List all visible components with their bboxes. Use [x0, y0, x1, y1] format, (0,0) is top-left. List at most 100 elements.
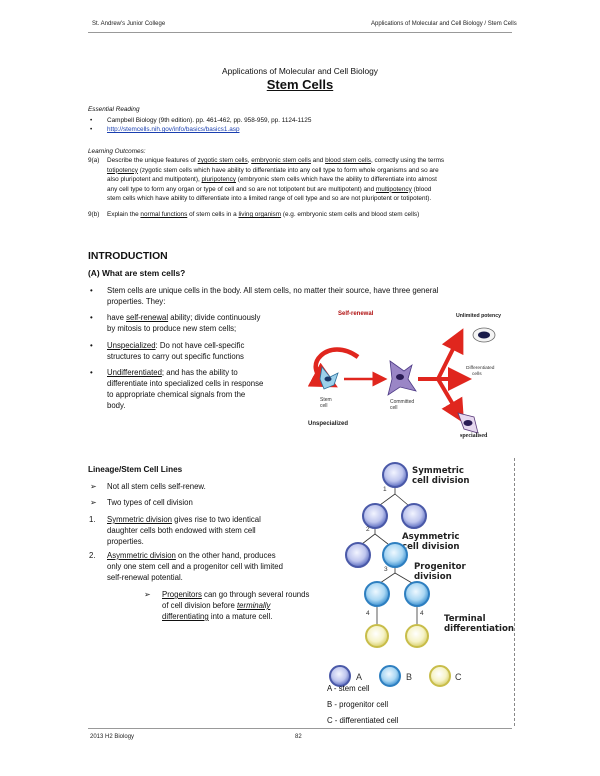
- step-3: 3: [384, 566, 388, 573]
- top-cell-icon: [472, 327, 496, 343]
- step-4a: 4: [366, 610, 370, 617]
- key-stem-cell: [329, 665, 351, 687]
- reading-bullet-1: •: [90, 117, 93, 124]
- division-lines-2: [361, 529, 389, 545]
- self-renewal-arrow: [308, 347, 360, 388]
- committed-cell-icon: [387, 360, 417, 396]
- specialised-label: specialised: [460, 433, 488, 439]
- property-undifferentiated-line-2: differentiate into specialized cells in …: [107, 379, 264, 388]
- lineage-arrow-1: ➢: [90, 482, 97, 491]
- progenitor-line-1: Progenitors can go through several round…: [162, 590, 310, 599]
- stem-cell-gen2: [345, 542, 371, 568]
- reading-link[interactable]: http://stemcells.nih.gov/info/basics/bas…: [107, 126, 240, 133]
- key-a: A - stem cell: [327, 684, 370, 693]
- learning-outcomes-heading: Learning Outcomes:: [88, 148, 146, 155]
- symmetric-division-line-3: properties.: [107, 537, 144, 546]
- step-4b: 4: [420, 610, 424, 617]
- outcome-9b-text: Explain the normal functions of stem cel…: [107, 211, 420, 218]
- key-letter-c: C: [455, 672, 462, 682]
- step-1: 1: [383, 486, 387, 493]
- asymmetric-division-text: Asymmetric division on the other hand, p…: [107, 551, 276, 560]
- key-differentiated-cell: [429, 665, 451, 687]
- page-number: 82: [295, 734, 302, 740]
- property-undifferentiated-line-4: body.: [107, 401, 126, 410]
- reading-bullet-2: •: [90, 126, 93, 133]
- progenitor-cell-gen3-a: [364, 581, 390, 607]
- figure-border: [514, 458, 515, 726]
- progenitor-cell-gen2: [382, 542, 408, 568]
- key-c: C - differentiated cell: [327, 716, 399, 725]
- header-divider: [88, 32, 512, 33]
- essential-reading-heading: Essential Reading: [88, 106, 140, 113]
- differentiated-cell-b: [405, 624, 429, 648]
- lineage-b2: Two types of cell division: [107, 498, 193, 507]
- branch-arrow-down: [436, 377, 465, 424]
- header-right: Applications of Molecular and Cell Biolo…: [371, 21, 517, 27]
- intro-p1-line-2: properties. They:: [107, 297, 166, 306]
- intro-bullet-3: •: [90, 341, 93, 350]
- lineage-b1: Not all stem cells self-renew.: [107, 482, 206, 491]
- key-letter-b: B: [406, 672, 412, 682]
- intro-subheading: (A) What are stem cells?: [88, 268, 186, 278]
- property-self-renewal-line-2: by mitosis to produce new stem cells;: [107, 324, 237, 333]
- progenitor-line-2: of cell division before terminally: [162, 601, 271, 610]
- outcome-9a-line-3: also pluripotent and multipotent), pluri…: [107, 176, 437, 183]
- outcome-9a-line-1: Describe the unique features of zygotic …: [107, 157, 445, 164]
- division-lines-1: [379, 488, 409, 506]
- outcome-9a-line-4: any cell type to form any organ or type …: [107, 185, 432, 193]
- intro-bullet-2: •: [90, 313, 93, 322]
- asymmetric-division-line-3: self-renewal potential.: [107, 573, 183, 582]
- footer-divider: [88, 728, 512, 729]
- title-subtitle: Applications of Molecular and Cell Biolo…: [222, 66, 378, 76]
- stem-cell-icon: [319, 366, 339, 390]
- key-b: B - progenitor cell: [327, 700, 389, 709]
- specialised-cell-icon: [457, 412, 479, 434]
- lineage-heading: Lineage/Stem Cell Lines: [88, 465, 183, 474]
- property-self-renewal: have self-renewal ability; divide contin…: [107, 313, 261, 322]
- progenitor-arrow: ➢: [144, 590, 151, 599]
- intro-bullet-1: •: [90, 286, 93, 295]
- step-2: 2: [366, 526, 370, 533]
- outcome-9a-line-2: totipotency (zygotic stem cells which ha…: [107, 166, 439, 174]
- lineage-n2-number: 2.: [89, 551, 96, 560]
- key-progenitor-cell: [379, 665, 401, 687]
- property-unspecialized: Unspecialized: Do not have cell-specific: [107, 341, 245, 350]
- division-lines-3: [379, 568, 413, 584]
- outcome-9a-number: 9(a): [88, 157, 100, 164]
- differentiated-cell-a: [365, 624, 389, 648]
- property-undifferentiated-line-3: to appropriate chemical signals from the: [107, 390, 246, 399]
- branch-arrow-up: [436, 328, 464, 380]
- unspecialized-label: Unspecialized: [308, 421, 348, 427]
- division-lines-4: [376, 607, 418, 625]
- outcome-9b-number: 9(b): [88, 211, 100, 218]
- outcome-9a-line-5: stem cells which have ability to differe…: [107, 195, 432, 202]
- lineage-arrow-2: ➢: [90, 498, 97, 507]
- intro-bullet-4: •: [90, 368, 93, 377]
- property-undifferentiated: Undifferentiated; and has the ability to: [107, 368, 238, 377]
- stem-cell-gen1-a: [362, 503, 388, 529]
- asymmetric-division-line-2: only one stem cell and a progenitor cell…: [107, 562, 283, 571]
- stem-cell-gen0: [382, 462, 408, 488]
- self-renewal-label: Self-renewal: [338, 311, 374, 317]
- progenitor-cell-gen3-b: [404, 581, 430, 607]
- intro-p1-line-1: Stem cells are unique cells in the body.…: [107, 286, 439, 295]
- symmetric-division-line-2: daughter cells both endowed with stem ce…: [107, 526, 256, 535]
- stem-cell-gen1-b: [401, 503, 427, 529]
- page-title: Stem Cells: [266, 77, 334, 92]
- reading-item-1: Campbell Biology (9th edition). pp. 461-…: [107, 117, 312, 124]
- progenitor-line-3: differentiating into a mature cell.: [162, 612, 273, 621]
- property-unspecialized-line-2: structures to carry out specific functio…: [107, 352, 244, 361]
- lineage-n1-number: 1.: [89, 515, 96, 524]
- symmetric-division-text: Symmetric division gives rise to two ide…: [107, 515, 261, 524]
- key-letter-a: A: [356, 672, 362, 682]
